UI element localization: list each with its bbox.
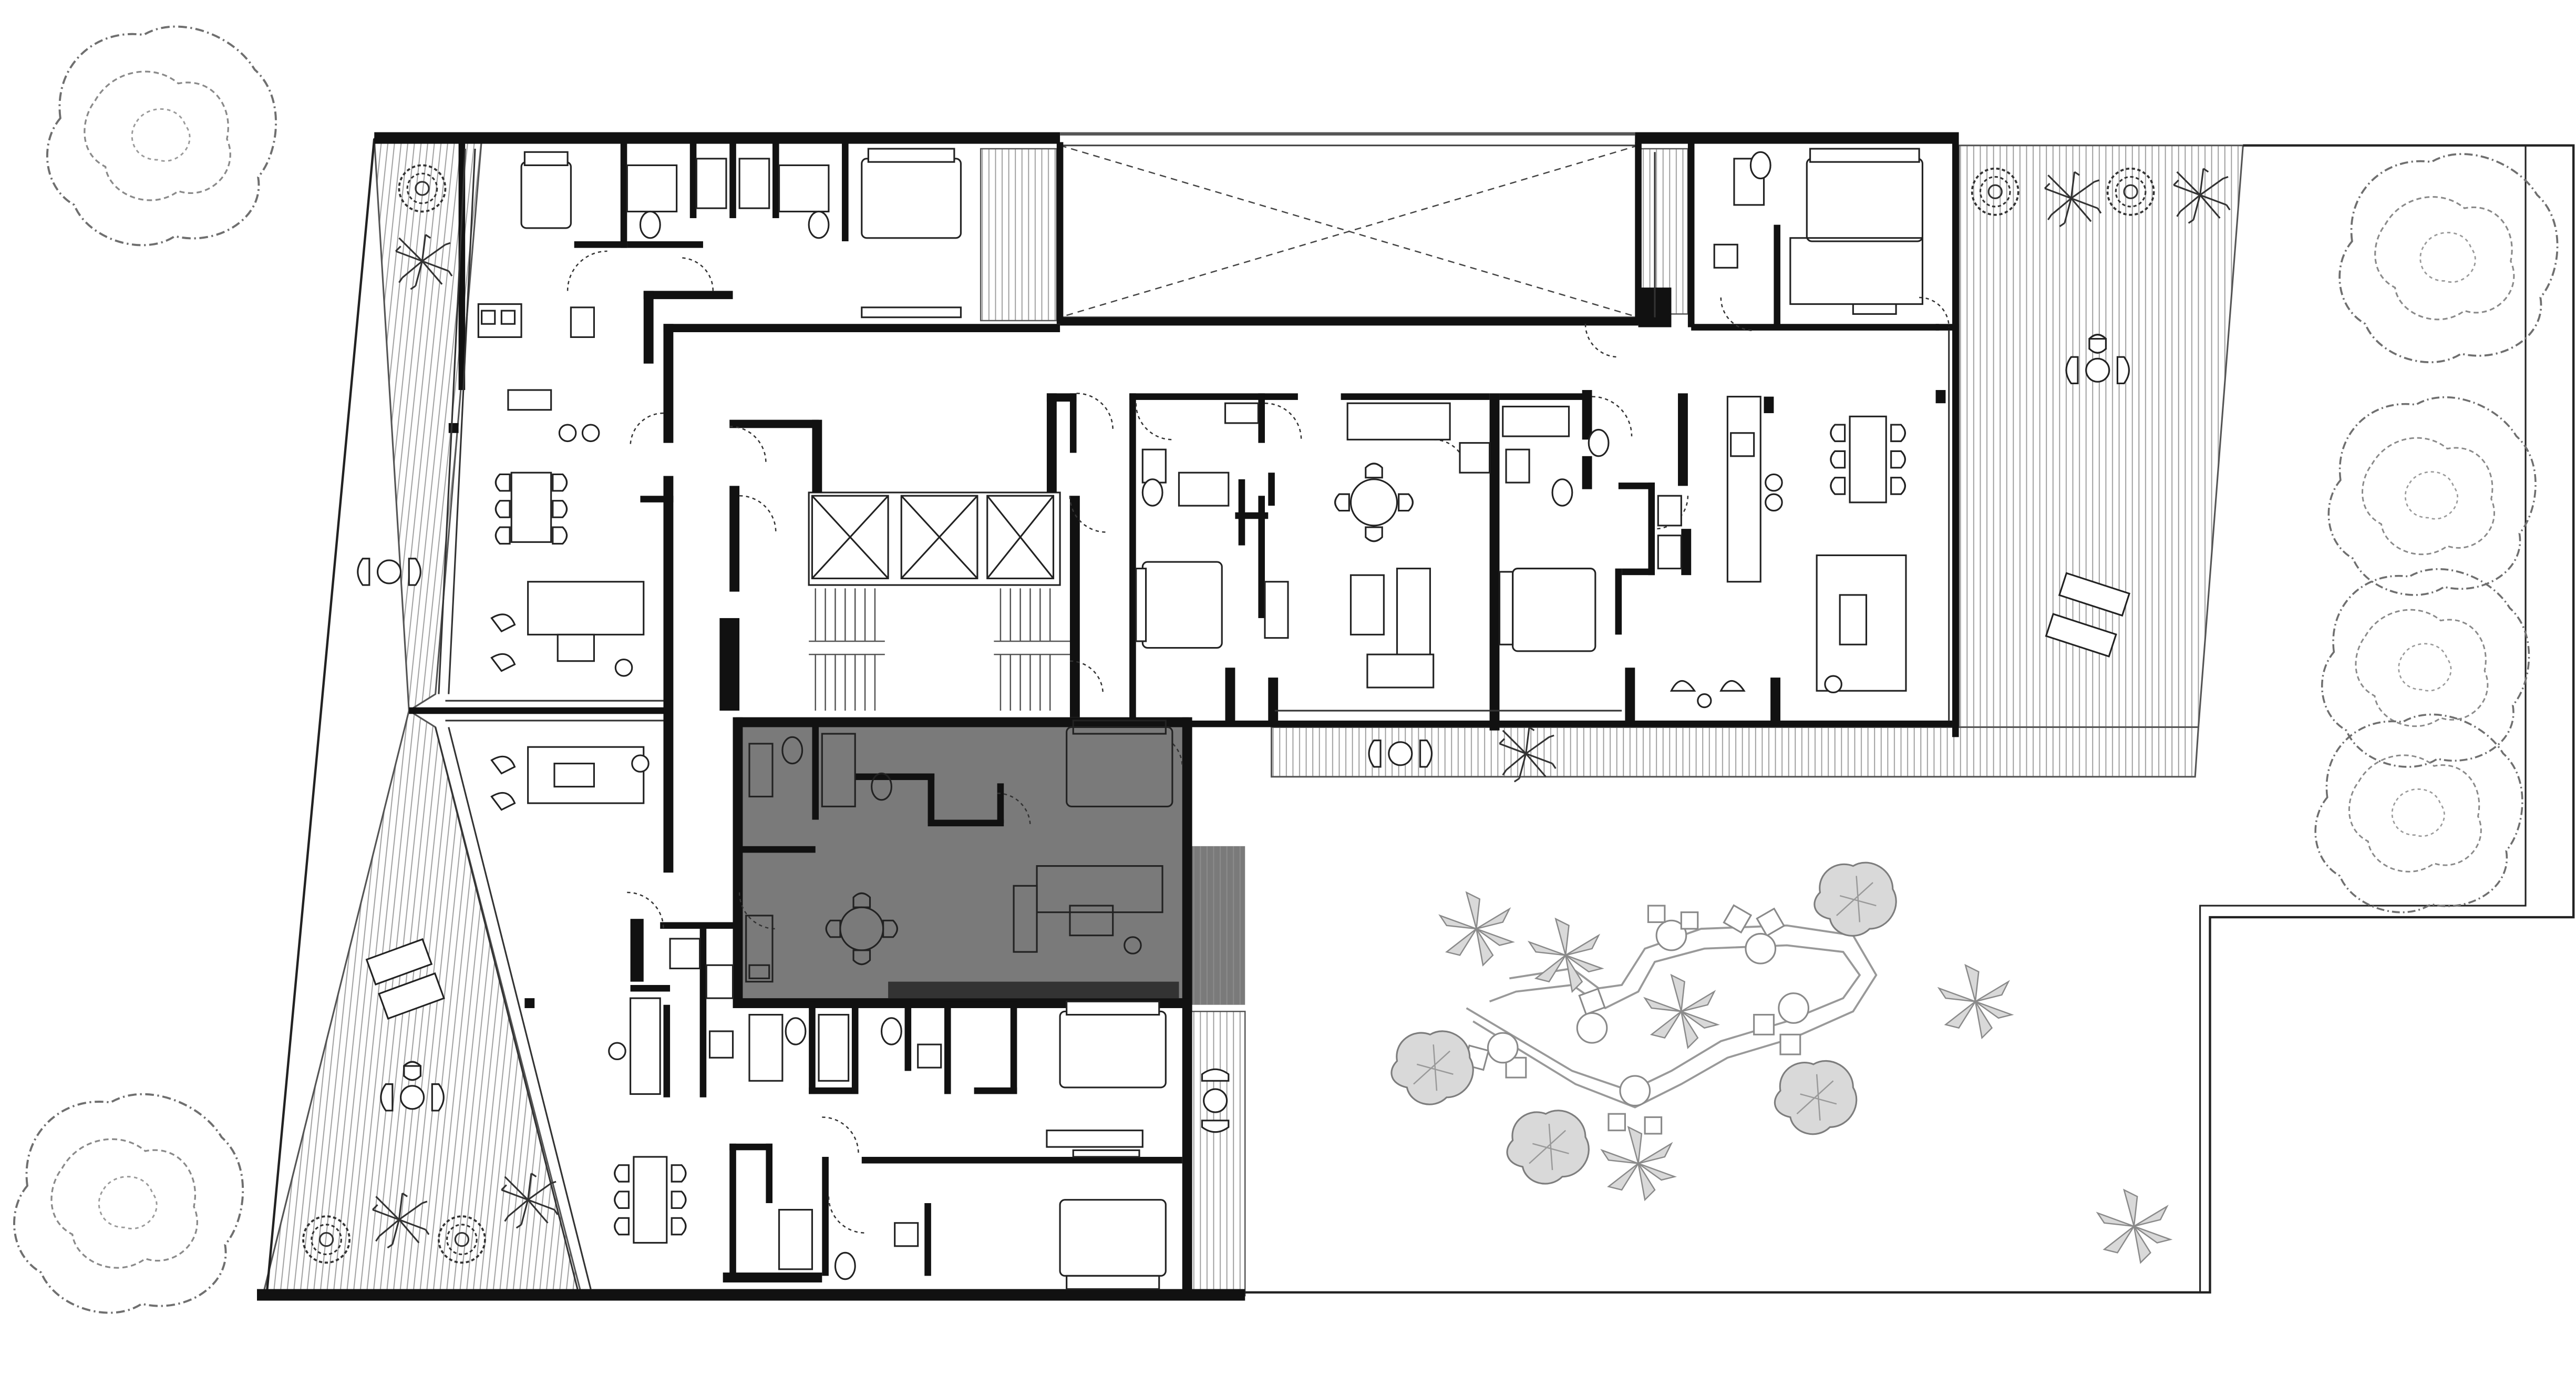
highlighted-unit-furniture bbox=[745, 720, 1173, 983]
walls bbox=[257, 132, 1959, 1301]
lower-units bbox=[748, 1000, 1167, 1290]
middle-units bbox=[1135, 396, 1907, 709]
upper-left-unit bbox=[477, 148, 962, 677]
north-void bbox=[1059, 145, 1640, 319]
central-core bbox=[808, 491, 1070, 711]
garden bbox=[1245, 144, 2575, 1294]
upper-right-unit bbox=[1713, 148, 1923, 315]
glazing bbox=[435, 148, 1950, 1289]
left-terrace bbox=[262, 138, 582, 1294]
upper-small-decks bbox=[980, 148, 1689, 1297]
outdoor-furniture bbox=[357, 334, 2131, 1133]
doors bbox=[566, 250, 1950, 1234]
lower-left-unit bbox=[490, 746, 734, 1244]
